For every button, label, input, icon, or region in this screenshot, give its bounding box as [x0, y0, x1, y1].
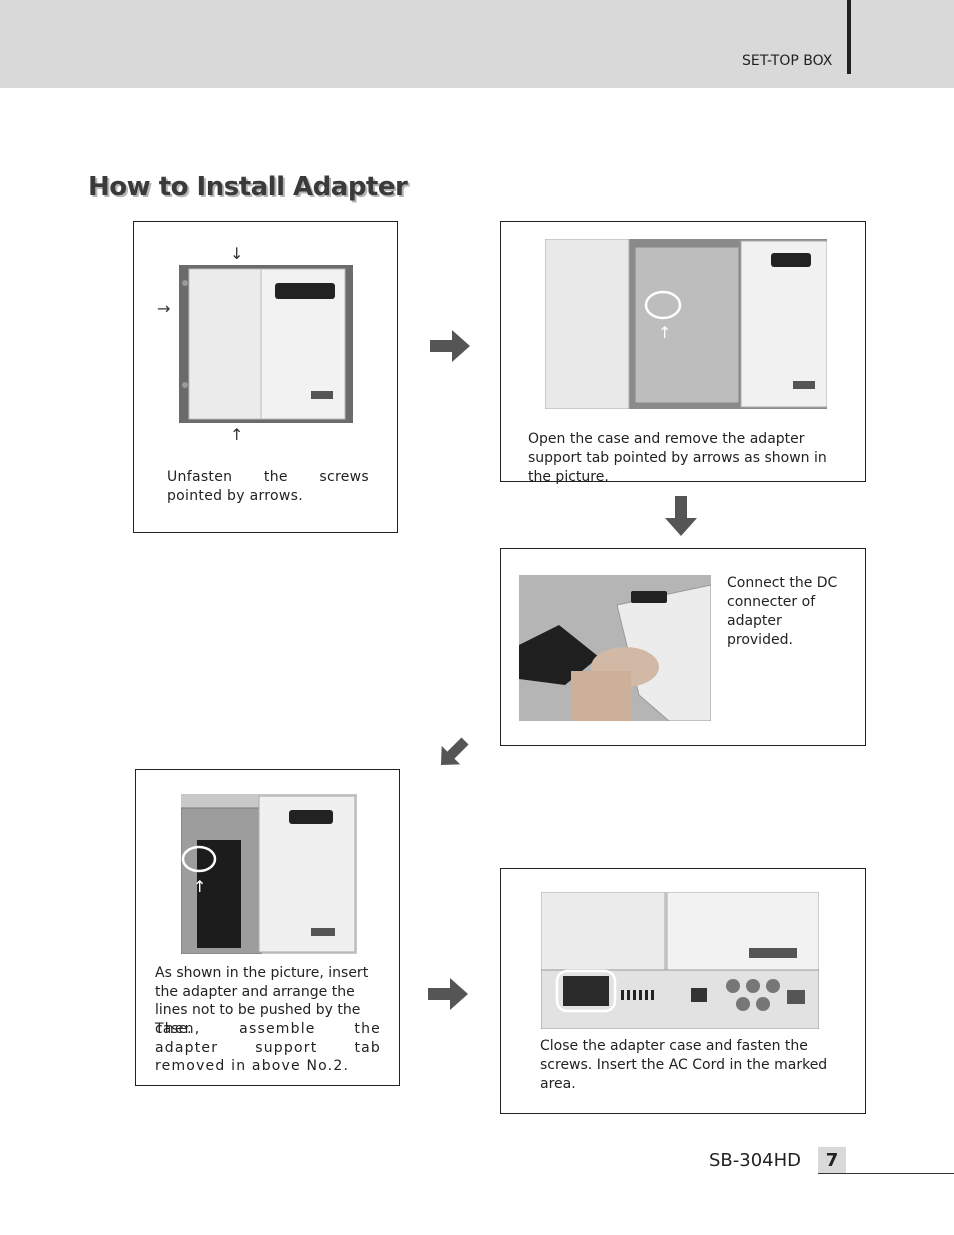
step3-photo	[519, 575, 711, 721]
flow-arrow-right-1	[430, 330, 470, 362]
flow-arrow-down	[665, 496, 697, 536]
step4-caption-2: Then, assemble the adapter support tab r…	[155, 1021, 381, 1074]
step1-pointer-top: ↓	[230, 244, 244, 263]
step1-pointer-bottom: ↑	[230, 425, 244, 444]
page-number: 7	[818, 1147, 846, 1174]
page-title: How to Install Adapter	[88, 172, 408, 202]
step3-caption: Connect the DC connecter of adapter prov…	[727, 575, 838, 648]
footer-model-name: SB-304HD	[709, 1150, 802, 1171]
footer-rule	[818, 1173, 954, 1174]
header-band	[0, 0, 954, 88]
svg-text:↑: ↑	[193, 877, 206, 896]
step1-photo	[179, 265, 353, 423]
step1-pointer-left: →	[157, 299, 171, 318]
step5-photo	[541, 892, 819, 1029]
header-divider	[847, 0, 851, 74]
header-section-label: SET-TOP BOX	[742, 53, 833, 69]
step2-photo: ↑	[545, 239, 827, 409]
step4-caption-1: As shown in the picture, insert the adap…	[155, 965, 369, 1037]
step1-caption: Unfasten the screws pointed by arrows.	[167, 469, 369, 504]
flow-arrow-right-2	[428, 978, 468, 1010]
step4-photo: ↑	[181, 794, 357, 954]
flow-arrow-diagonal	[440, 737, 469, 766]
step5-caption: Close the adapter case and fasten the sc…	[540, 1038, 828, 1092]
svg-text:↑: ↑	[658, 323, 671, 342]
step2-caption: Open the case and remove the adapter sup…	[528, 431, 827, 485]
